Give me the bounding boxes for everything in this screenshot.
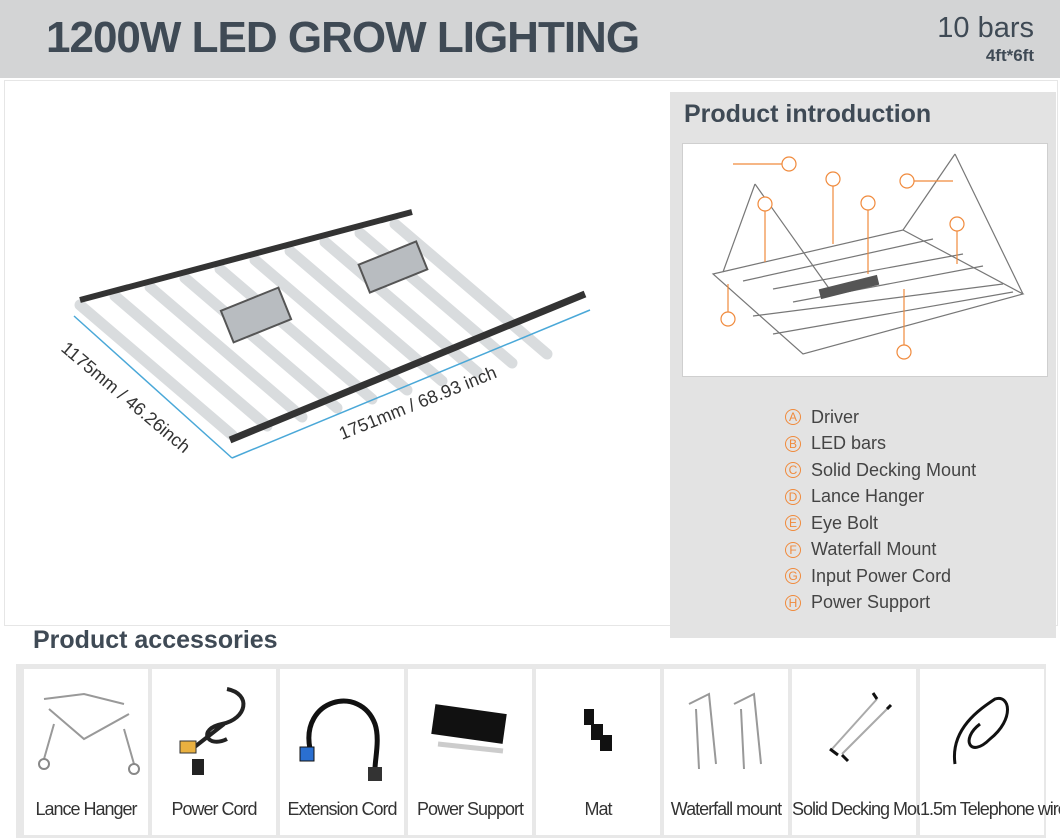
accessory-mat: Mat — [536, 669, 660, 835]
accessories-title: Product accessories — [33, 626, 278, 654]
frame-rail-back — [79, 209, 413, 303]
legend-label: Driver — [811, 406, 859, 427]
dimension-lines — [73, 309, 591, 459]
intro-title: Product introduction — [684, 100, 932, 128]
fixture-diagram — [682, 143, 1048, 377]
legend-marker-a: A — [785, 409, 801, 426]
legend-item-led-bars: B LED bars — [785, 431, 976, 458]
legend-item-waterfall-mount: F Waterfall Mount — [785, 537, 976, 564]
accessory-label: Mat — [584, 799, 612, 819]
main-content-box — [4, 80, 1058, 626]
legend-item-lance-hanger: D Lance Hanger — [785, 484, 976, 511]
legend-item-solid-decking-mount: C Solid Decking Mount — [785, 457, 976, 484]
diagram-drawing — [711, 153, 1025, 360]
accessory-waterfall-mount: Waterfall mount — [664, 669, 788, 835]
driver-boxes — [219, 240, 429, 344]
legend-label: Input Power Cord — [811, 565, 952, 586]
legend-marker-h: H — [785, 594, 801, 611]
bar-count: 10 bars — [937, 12, 1034, 44]
legend-marker-b: B — [785, 435, 801, 452]
accessory-power-cord: Power Cord — [152, 669, 276, 835]
accessory-label: Extension Cord — [287, 799, 397, 819]
legend-item-eye-bolt: E Eye Bolt — [785, 510, 976, 537]
depth-dimension-label: 1175mm / 46.26inch — [57, 338, 194, 457]
lance-hanger-icon — [38, 692, 140, 775]
solid-decking-mount-icon — [829, 692, 893, 763]
legend-label: Eye Bolt — [811, 512, 879, 533]
legend-item-input-power-cord: G Input Power Cord — [785, 563, 976, 590]
coverage-size: 4ft*6ft — [985, 46, 1034, 65]
frame-rail-front — [228, 290, 587, 444]
accessory-telephone-wire: 1.5m Telephone wire — [920, 669, 1060, 835]
legend-label: LED bars — [811, 433, 887, 454]
legend-marker-g: G — [785, 568, 801, 585]
legend-marker-e: E — [785, 515, 801, 532]
accessory-label: Waterfall mount — [670, 799, 782, 819]
accessory-label: Solid Decking Mount — [792, 799, 939, 819]
accessory-label: Lance Hanger — [35, 799, 137, 819]
mat-icon — [584, 709, 612, 751]
accessory-label: 1.5m Telephone wire — [920, 799, 1060, 819]
power-support-icon — [431, 704, 507, 754]
power-cord-icon — [179, 687, 246, 775]
header-bar: 1200W LED GROW LIGHTING 10 bars 4ft*6ft — [0, 0, 1060, 78]
accessory-label: Power Cord — [171, 799, 257, 819]
parts-legend: A Driver B LED bars C Solid Decking Moun… — [785, 404, 976, 616]
legend-label: Waterfall Mount — [811, 539, 937, 560]
fixture-illustration: 1751mm / 68.93 inch 1175mm / 46.26inch — [57, 209, 591, 459]
led-bars — [74, 218, 553, 441]
legend-label: Power Support — [811, 592, 931, 613]
waterfall-mount-icon — [688, 692, 762, 770]
accessory-label: Power Support — [416, 799, 524, 819]
page-title: 1200W LED GROW LIGHTING — [46, 13, 640, 62]
accessory-lance-hanger: Lance Hanger — [24, 669, 148, 835]
legend-item-driver: A Driver — [785, 404, 976, 431]
extension-cord-icon — [299, 698, 382, 781]
telephone-wire-icon — [953, 696, 1009, 765]
legend-marker-f: F — [785, 541, 801, 558]
legend-marker-d: D — [785, 488, 801, 505]
legend-label: Solid Decking Mount — [811, 459, 977, 480]
legend-item-power-support: H Power Support — [785, 590, 976, 617]
width-dimension-label: 1751mm / 68.93 inch — [336, 362, 499, 444]
accessory-power-support: Power Support — [408, 669, 532, 835]
accessory-extension-cord: Extension Cord — [280, 669, 404, 835]
legend-label: Lance Hanger — [811, 486, 925, 507]
legend-marker-c: C — [785, 462, 801, 479]
accessory-solid-decking-mount: Solid Decking Mount — [792, 669, 939, 835]
